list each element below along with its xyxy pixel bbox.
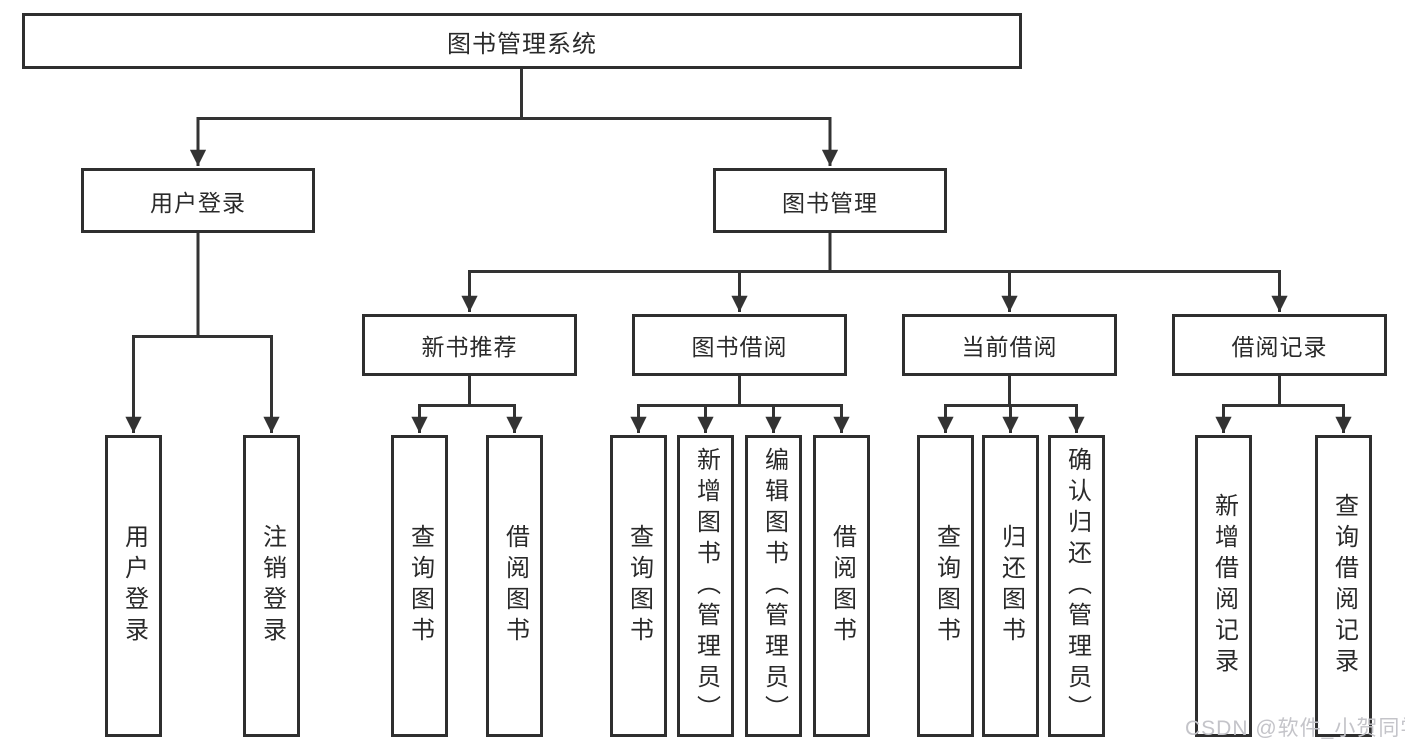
leaf-label: 新增借阅记录 — [1210, 493, 1238, 679]
leaf-query-books-newrec: 查询图书 — [391, 435, 448, 737]
node-book-borrow: 图书借阅 — [632, 314, 847, 376]
leaf-label: 用户登录 — [120, 524, 148, 648]
leaf-label: 确认归还（管理员） — [1063, 446, 1091, 726]
leaf-query-borrow-record: 查询借阅记录 — [1315, 435, 1372, 737]
leaf-query-books-borrow: 查询图书 — [610, 435, 667, 737]
leaf-label: 注销登录 — [258, 524, 286, 648]
leaf-label: 归还图书 — [997, 524, 1025, 648]
leaf-logout: 注销登录 — [243, 435, 300, 737]
node-book-management: 图书管理 — [713, 168, 947, 233]
node-borrow-records: 借阅记录 — [1172, 314, 1387, 376]
leaf-user-login: 用户登录 — [105, 435, 162, 737]
leaf-add-borrow-record: 新增借阅记录 — [1195, 435, 1252, 737]
leaf-edit-books-admin: 编辑图书（管理员） — [745, 435, 802, 737]
node-current-borrow: 当前借阅 — [902, 314, 1117, 376]
leaf-return-books: 归还图书 — [982, 435, 1039, 737]
leaf-label: 编辑图书（管理员） — [760, 446, 788, 726]
leaf-label: 查询借阅记录 — [1330, 493, 1358, 679]
leaf-label: 查询图书 — [625, 524, 653, 648]
leaf-borrow-books-newrec: 借阅图书 — [486, 435, 543, 737]
leaf-label: 借阅图书 — [828, 524, 856, 648]
node-user-login: 用户登录 — [81, 168, 315, 233]
leaf-confirm-return-admin: 确认归还（管理员） — [1048, 435, 1105, 737]
watermark: CSDN @软件_小贺同学 — [1185, 717, 1405, 740]
leaf-label: 新增图书（管理员） — [692, 446, 720, 726]
leaf-label: 查询图书 — [932, 524, 960, 648]
leaf-borrow-books-borrow: 借阅图书 — [813, 435, 870, 737]
leaf-query-books-current: 查询图书 — [917, 435, 974, 737]
leaf-label: 查询图书 — [406, 524, 434, 648]
node-root: 图书管理系统 — [22, 13, 1022, 69]
leaf-label: 借阅图书 — [501, 524, 529, 648]
node-new-book-recommend: 新书推荐 — [362, 314, 577, 376]
leaf-add-books-admin: 新增图书（管理员） — [677, 435, 734, 737]
